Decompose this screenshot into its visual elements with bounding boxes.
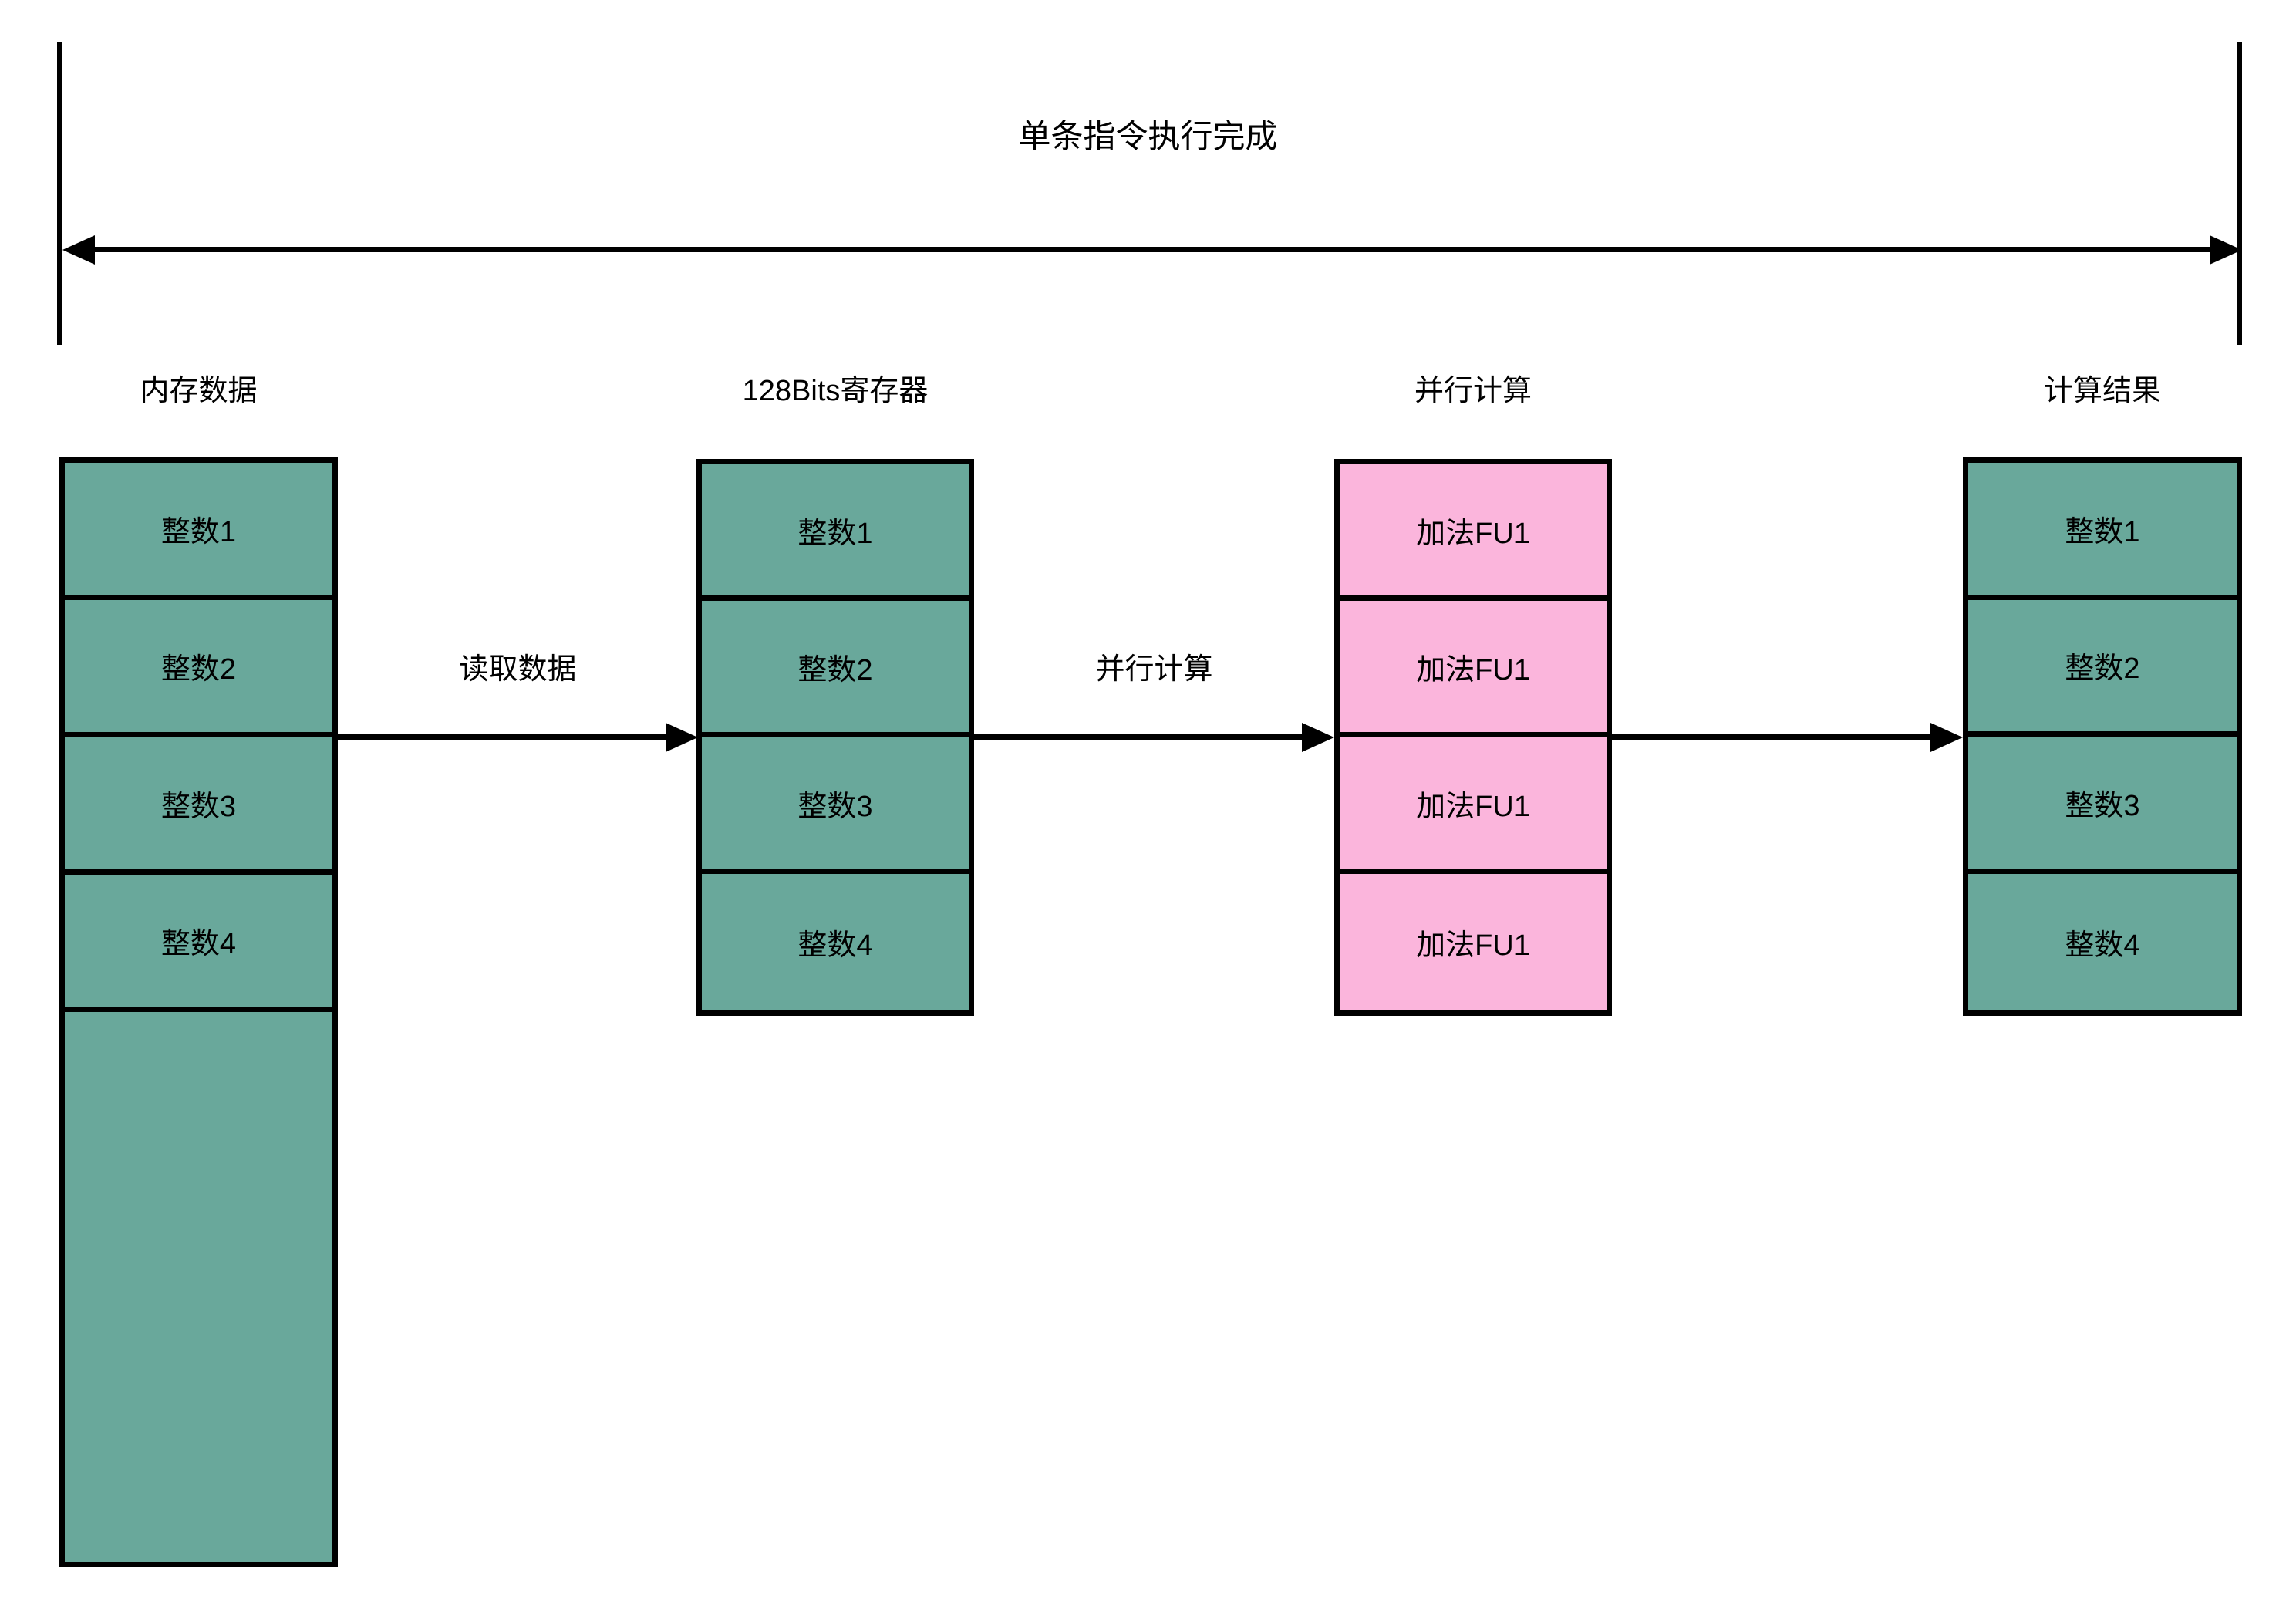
register-cell: 整数3	[702, 737, 969, 875]
register-cell: 整数1	[702, 464, 969, 602]
memory-empty-cell	[65, 1012, 332, 1562]
adder-fu-cell: 加法FU1	[1340, 464, 1607, 602]
memory-cell: 整数3	[65, 737, 332, 875]
bracket-span-line	[89, 247, 2210, 252]
arrowhead-right-icon	[2210, 235, 2242, 265]
arrow-to-result-line	[1612, 734, 1934, 740]
column-memory-data: 整数1 整数2 整数3 整数4	[59, 457, 338, 1567]
adder-fu-cell: 加法FU1	[1340, 601, 1607, 738]
register-cell: 整数4	[702, 874, 969, 1011]
bracket-right-tick	[2237, 42, 2242, 345]
column-compute-result: 整数1 整数2 整数3 整数4	[1963, 457, 2242, 1016]
header-128bits-register: 128Bits寄存器	[742, 375, 929, 407]
memory-cell: 整数1	[65, 463, 332, 600]
column-parallel-compute: 加法FU1 加法FU1 加法FU1 加法FU1	[1334, 459, 1612, 1016]
arrowhead-read-data-icon	[666, 723, 698, 752]
header-parallel-compute: 并行计算	[1414, 375, 1532, 407]
arrowhead-to-result-icon	[1930, 723, 1963, 752]
adder-fu-cell: 加法FU1	[1340, 874, 1607, 1011]
result-cell: 整数4	[1968, 873, 2237, 1010]
result-cell: 整数1	[1968, 463, 2237, 600]
arrow-read-data-label: 读取数据	[459, 653, 577, 686]
adder-fu-cell: 加法FU1	[1340, 737, 1607, 875]
header-compute-result: 计算结果	[2043, 375, 2161, 407]
result-cell: 整数2	[1968, 599, 2237, 737]
arrowhead-left-icon	[62, 235, 95, 265]
arrow-read-data-line	[338, 734, 669, 740]
column-register: 整数1 整数2 整数3 整数4	[696, 459, 974, 1016]
arrow-parallel-compute-line	[974, 734, 1305, 740]
memory-cell: 整数2	[65, 600, 332, 737]
result-cell: 整数3	[1968, 737, 2237, 874]
bracket-left-tick	[57, 42, 62, 345]
arrow-parallel-compute-label: 并行计算	[1095, 653, 1213, 686]
arrowhead-parallel-compute-icon	[1302, 723, 1334, 752]
memory-cell: 整数4	[65, 875, 332, 1012]
header-memory-data: 内存数据	[140, 375, 258, 407]
diagram-title: 单条指令执行完成	[1018, 118, 1278, 154]
register-cell: 整数2	[702, 601, 969, 738]
